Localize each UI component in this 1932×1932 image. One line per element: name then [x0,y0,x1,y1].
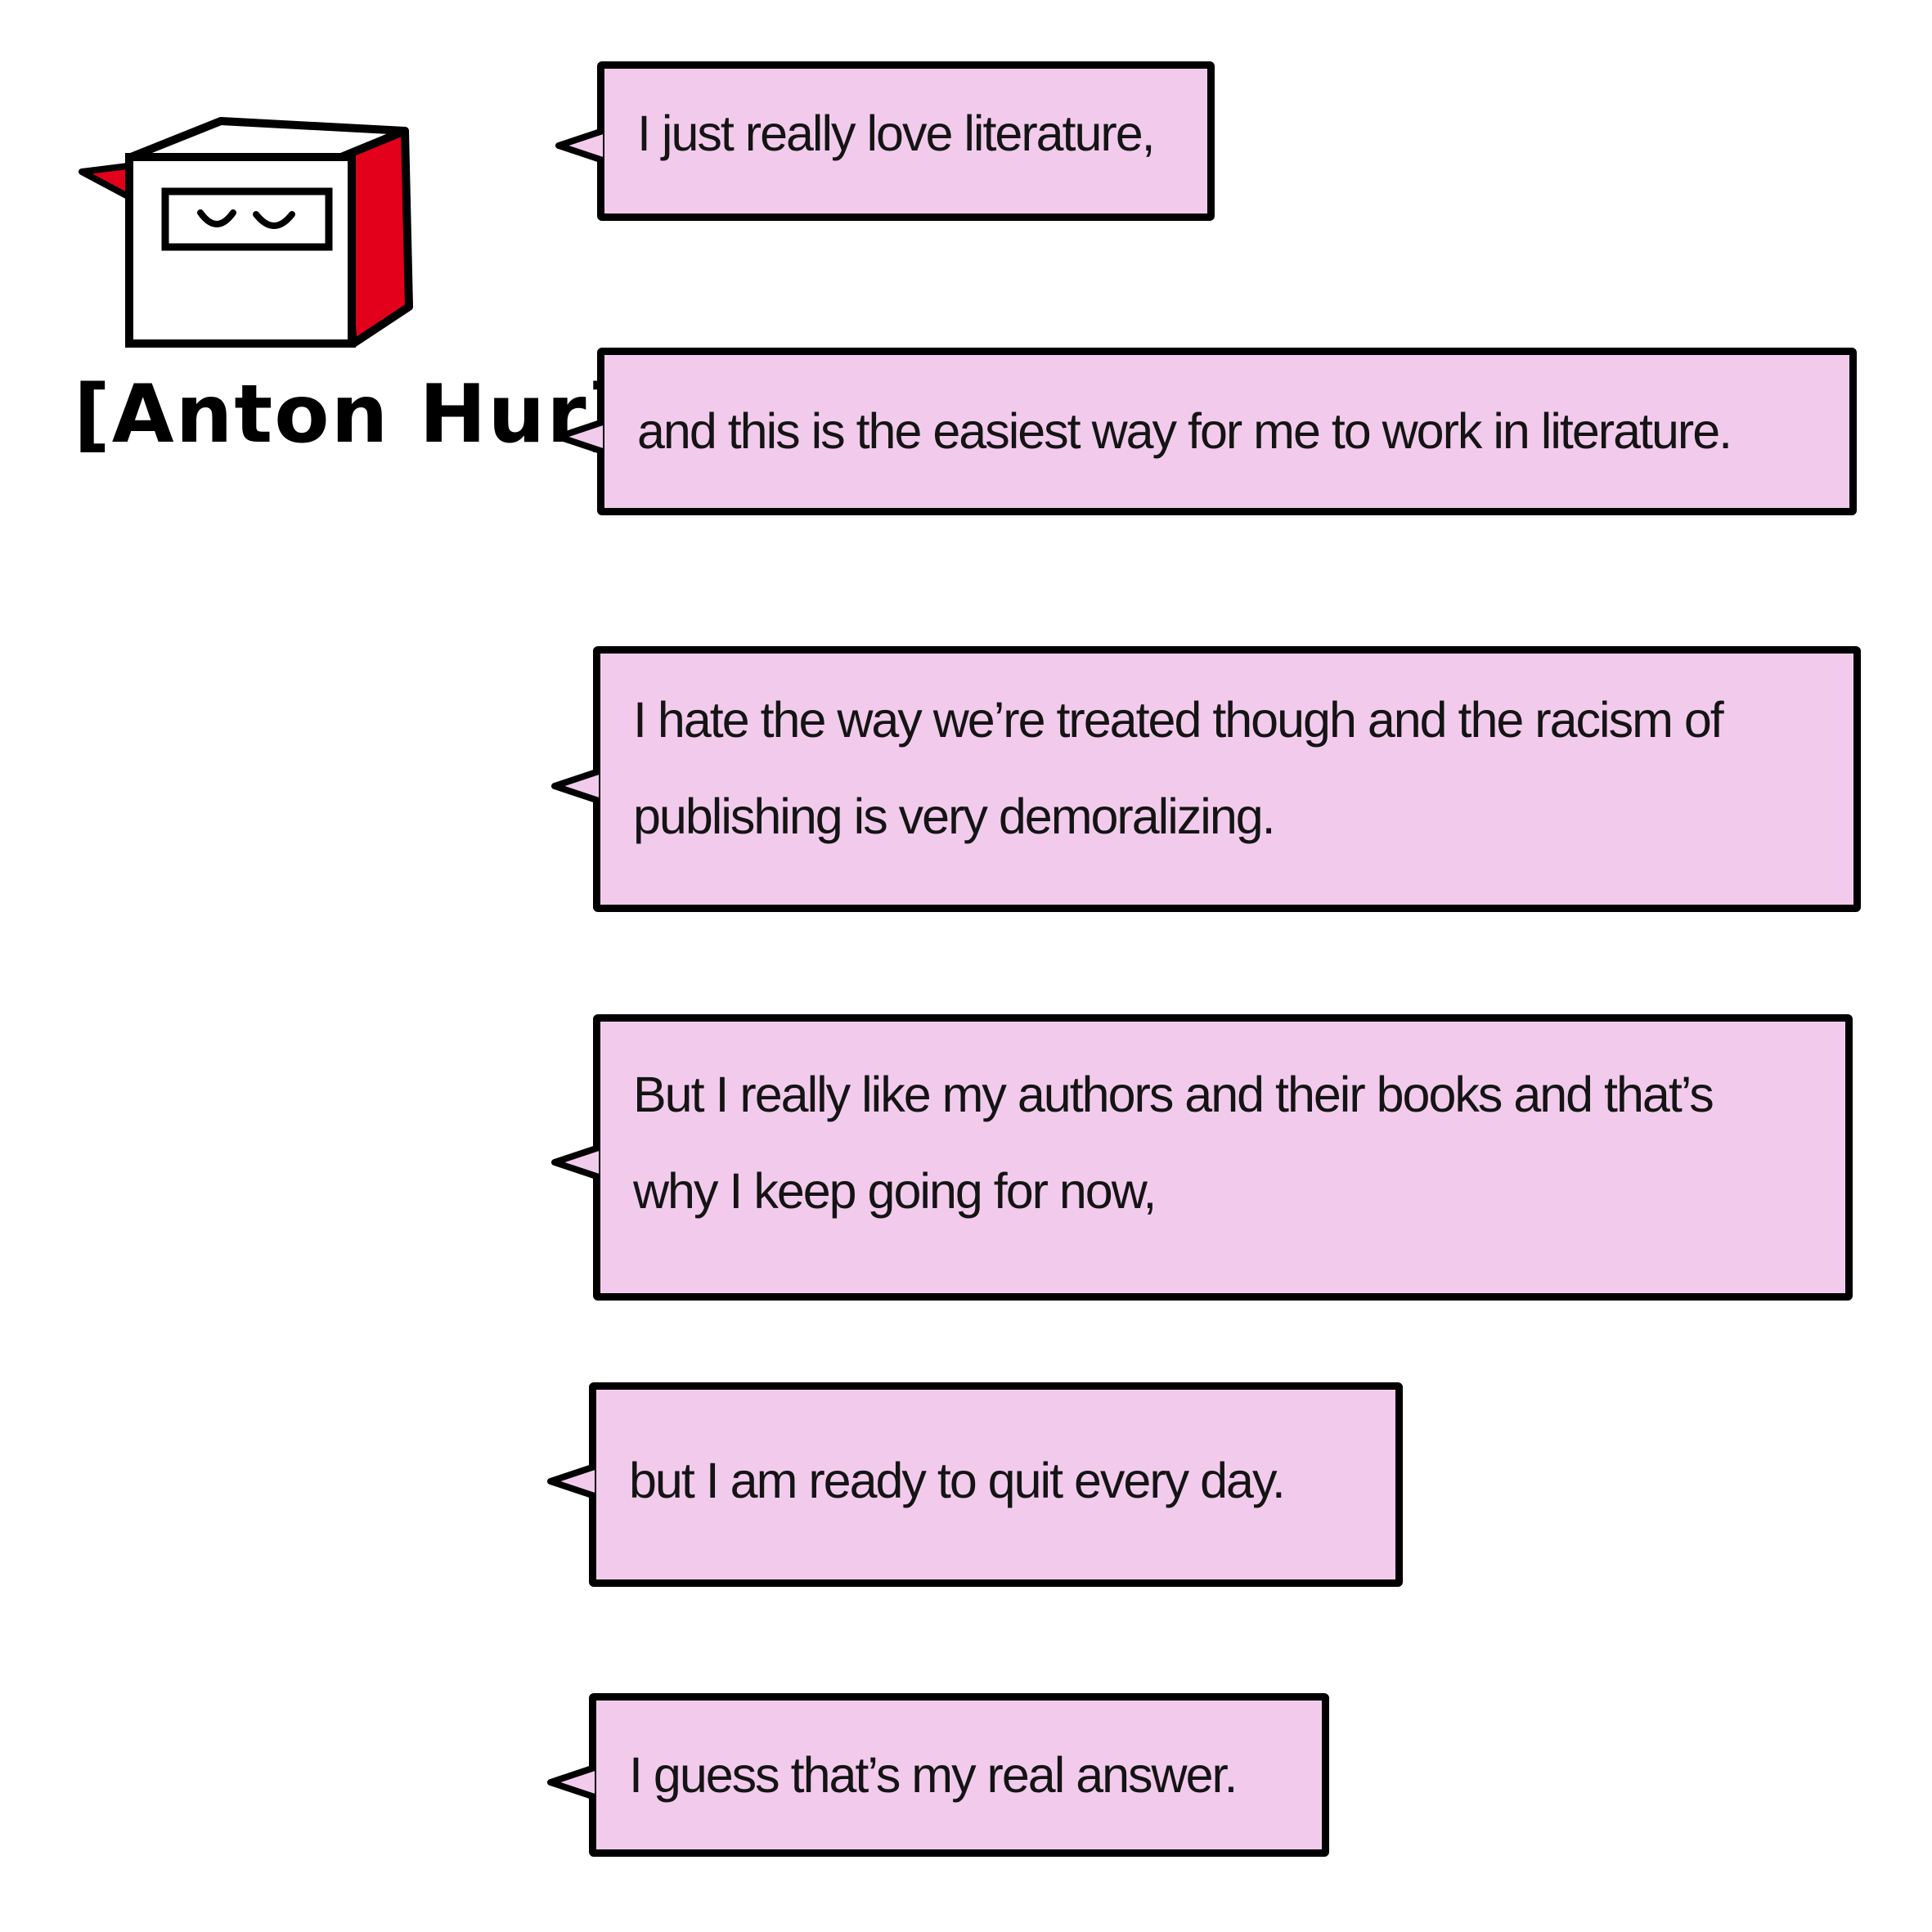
bubble-text-line: I guess that’s my real answer. [629,1747,1238,1803]
bubble-text-line: But I really like my authors and their b… [633,1067,1714,1122]
bubble-tail-icon [555,128,604,164]
bubble-text-line: but I am ready to quit every day. [629,1453,1286,1508]
bubble-text-line: publishing is very demoralizing. [633,789,1276,844]
speech-bubble-2: and this is the easiest way for me to wo… [555,348,1857,515]
bubble-tail-icon [551,1144,600,1180]
bubble-text-line: I hate the way we’re treated though and … [633,692,1724,748]
speech-bubble-1: I just really love literature, [555,61,1215,221]
book-character-icon [79,117,413,348]
speaker-avatar: [Anton Hur] [65,106,624,491]
bubble-tail-icon [547,1463,596,1499]
speech-bubble-4: But I really like my authors and their b… [551,1014,1853,1301]
bubble-text-line: why I keep going for now, [633,1163,1157,1219]
speech-bubble-5: but I am ready to quit every day. [547,1382,1403,1587]
bubble-text-line: I just really love literature, [637,106,1156,161]
bubble-text-line: and this is the easiest way for me to wo… [637,403,1732,459]
bubble-tail-icon [555,419,604,455]
bubble-tail-icon [547,1764,596,1800]
speech-bubble-3: I hate the way we’re treated though and … [551,646,1861,912]
speaker-name: [Anton Hur] [74,368,627,461]
bubble-tail-icon [551,768,600,804]
speech-bubble-6: I guess that’s my real answer. [547,1693,1329,1857]
